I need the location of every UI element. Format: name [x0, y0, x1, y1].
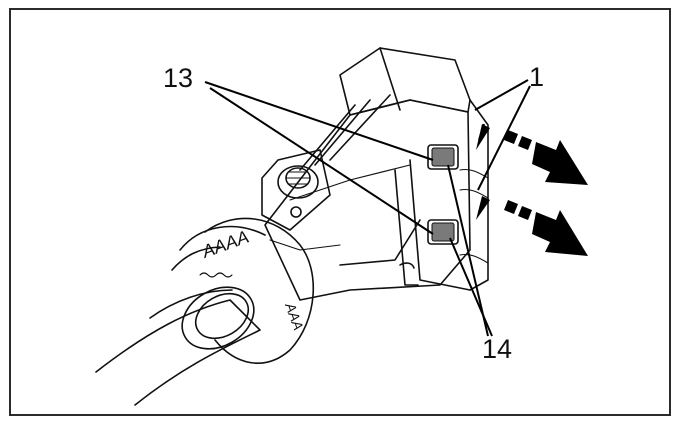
callout-1-label: 1 [529, 62, 545, 92]
lower-removal-arrow [504, 200, 588, 256]
callout-leaders [204, 79, 531, 337]
callout-13-label: 13 [163, 63, 194, 93]
upper-release-button-face [431, 147, 455, 167]
lower-release-button-face [431, 222, 455, 242]
grip-texture-glyphs-side: AAA [282, 300, 307, 333]
shaft [95, 286, 261, 406]
tool-body [261, 94, 471, 301]
upper-removal-arrow [504, 130, 588, 185]
callout-14-label: 14 [482, 334, 513, 364]
slide-up-arrows [476, 123, 490, 220]
battery-housing [339, 47, 489, 291]
removal-arrows [504, 130, 588, 256]
